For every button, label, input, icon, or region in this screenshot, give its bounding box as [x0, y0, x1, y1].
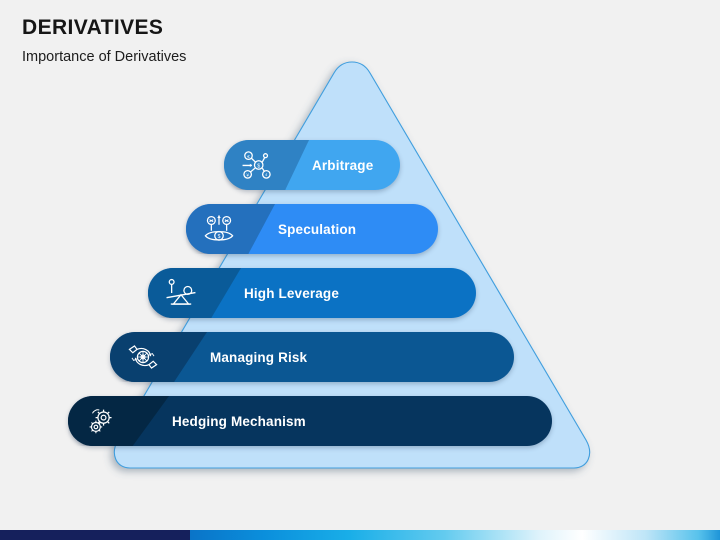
strip-gradient-segment — [190, 530, 720, 540]
page-title: DERIVATIVES — [22, 16, 164, 39]
pyramid-level-high-leverage[interactable]: High Leverage — [148, 268, 476, 318]
hands-risk-cycle-icon — [126, 340, 160, 374]
svg-text:$: $ — [218, 234, 221, 240]
svg-text:$: $ — [257, 164, 260, 170]
lever-seesaw-icon — [164, 276, 198, 310]
page-subtitle: Importance of Derivatives — [22, 49, 187, 66]
pyramid-level-hedging-mechanism[interactable]: Hedging Mechanism — [68, 396, 552, 446]
level-label: Arbitrage — [312, 157, 374, 173]
pyramid-level-managing-risk[interactable]: Managing Risk — [110, 332, 514, 382]
pyramid-level-arbitrage[interactable]: € $ ¥ ₫ Arbitrage — [224, 140, 400, 190]
level-label: Hedging Mechanism — [172, 413, 306, 429]
svg-text:¥: ¥ — [246, 173, 249, 178]
gears-icon — [84, 404, 118, 438]
strip-navy-segment — [0, 530, 190, 540]
header: DERIVATIVES Importance of Derivatives — [22, 16, 502, 66]
svg-text:€: € — [247, 154, 250, 159]
pyramid-diagram: € $ ¥ ₫ Arbitrage — [68, 61, 591, 469]
level-label: Speculation — [278, 221, 357, 237]
currency-network-icon: € $ ¥ ₫ — [240, 148, 274, 182]
bottom-accent-strip — [0, 530, 720, 540]
level-label: High Leverage — [244, 285, 339, 301]
eye-forecast-icon: $ — [202, 212, 236, 246]
level-label: Managing Risk — [210, 349, 308, 365]
svg-text:₫: ₫ — [265, 173, 267, 178]
pyramid-level-speculation[interactable]: $ Speculation — [186, 204, 438, 254]
